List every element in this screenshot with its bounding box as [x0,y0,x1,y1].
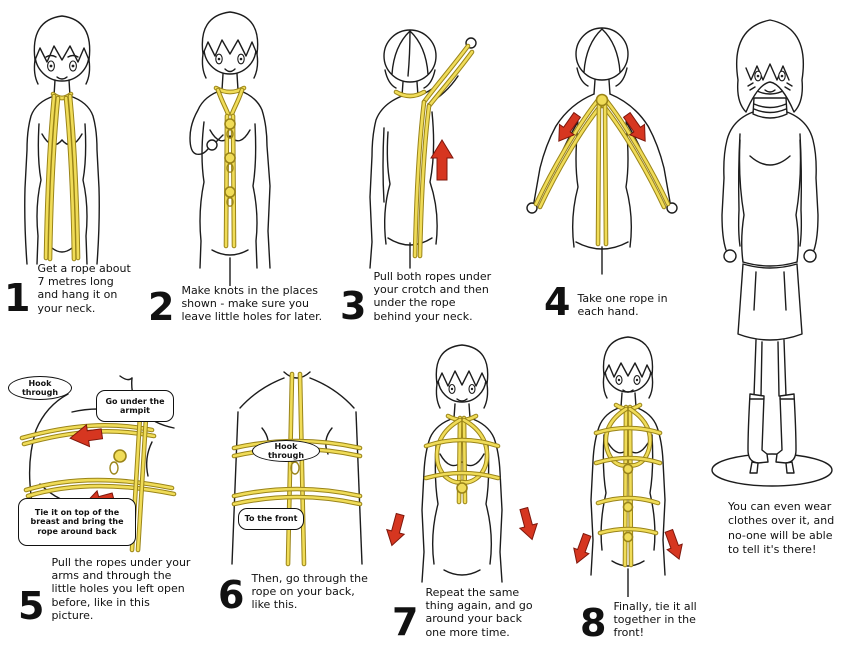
step-caption-1: 1 Get a rope about 7 metres long and han… [4,262,134,321]
down-arrow-icon [386,512,406,547]
step-number: 6 [218,573,245,618]
step-caption-5: 5 Pull the ropes under your arms and thr… [18,556,196,628]
step-caption-6: 6 Then, go through the rope on your back… [218,572,378,618]
down-left-arrow-icon [558,111,582,142]
rope-lines [533,93,671,247]
step-caption-3: 3 Pull both ropes under your crotch and … [340,270,492,329]
step-number: 1 [4,276,31,321]
figure-step-7 [380,342,545,584]
step-number: 2 [148,285,175,330]
step-text: Repeat the same thing again, and go arou… [425,586,533,639]
illustration-knotted-rope [189,11,271,286]
step-number: 3 [340,284,367,329]
step-caption-7: 7 Repeat the same thing again, and go ar… [392,586,537,645]
step-text: Pull the ropes under your arms and throu… [51,556,191,622]
illustration-full-harness [573,336,683,597]
figure-outline [24,15,100,265]
figure-outline [721,19,819,474]
step-text: Get a rope about 7 metres long and hang … [37,262,131,315]
down-right-arrow-icon [622,111,646,142]
left-arrow-icon [69,423,104,448]
down-arrow-icon [518,506,538,541]
step-number: 5 [18,583,45,628]
step-number: 8 [580,601,607,646]
step-text: Finally, tie it all together in the fron… [613,600,697,640]
step-number: 7 [392,600,419,645]
speech-bubble-hook-through: Hook through [252,440,320,462]
speech-bubble-hook-through: Hook through [8,376,72,400]
step-caption-4: 4 Take one rope in each hand. [544,280,694,324]
step-text: Take one rope in each hand. [577,291,668,319]
figure-step-3 [332,12,502,270]
figure-outline [526,27,678,275]
speech-bubble-to-the-front: To the front [238,508,304,530]
step-caption-2: 2 Make knots in the places shown - make … [148,284,330,330]
rope-lines [423,413,501,505]
rope-lines [213,85,247,249]
step-caption-8: 8 Finally, tie it all together in the fr… [580,600,732,646]
figure-outline [231,371,363,565]
figure-step-8 [556,335,704,597]
rope-lines [43,91,81,262]
figure-step-5: Hook through Go under the armpit Tie it … [2,372,182,554]
figure-outline [369,29,477,269]
illustration-rope-behind-neck [369,29,477,269]
speech-bubble-tie-on-top: Tie it on top of the breast and bring th… [18,498,136,546]
step-number: 4 [544,280,571,324]
figure-step-2 [152,6,302,286]
figure-outline [421,344,503,583]
step-text: Make knots in the places shown - make su… [181,284,323,324]
illustration-rope-in-each-hand [526,27,678,275]
rope-lines [393,43,475,259]
ground-outline [711,453,833,487]
final-note: You can even wear clothes over it, and n… [728,500,835,556]
step-text: Then, go through the rope on your back, … [251,572,368,612]
illustration-rope-on-neck [24,15,100,265]
rope-lines [231,371,363,567]
speech-bubble-go-under-armpit: Go under the armpit [96,390,174,422]
figure-step-6: Hook through To the front [222,368,372,568]
figure-outline [189,11,271,286]
rope-lines [593,402,663,568]
illustration-chest-harness [386,344,538,583]
up-arrow-icon [430,139,454,181]
figure-step-1 [4,8,122,266]
down-arrow-icon [573,532,592,564]
down-arrow-icon [664,528,683,560]
figure-step-4 [512,12,692,284]
illustration-back-closeup [231,371,363,567]
step-text: Pull both ropes under your crotch and th… [373,270,492,323]
figure-outline [590,336,666,597]
figure-clothed [698,10,850,498]
illustration-clothed-figure [711,19,833,487]
